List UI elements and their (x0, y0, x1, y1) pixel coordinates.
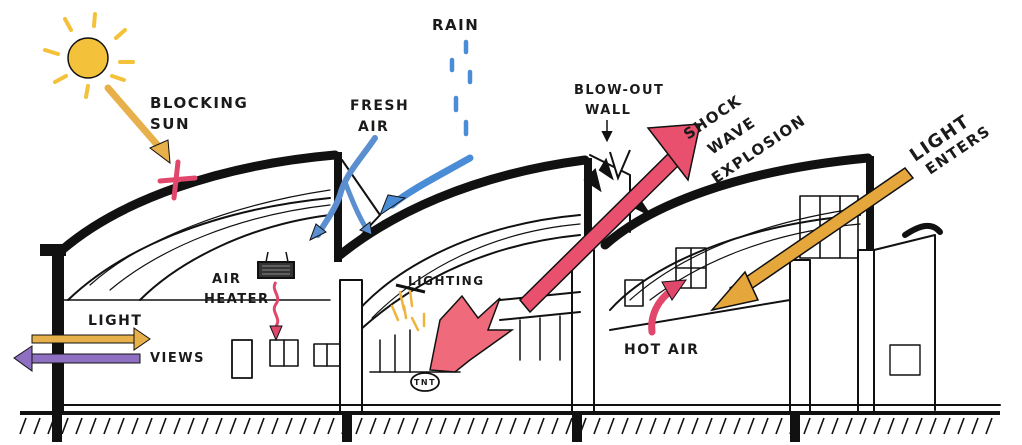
rain-label: RAIN (432, 16, 479, 34)
blow-out-label-2: WALL (585, 103, 631, 118)
column-3 (790, 260, 810, 412)
rain-drops (452, 42, 470, 134)
light-in-arrow (32, 328, 150, 350)
views-out-arrow (14, 346, 140, 371)
roof-vault-2 (340, 160, 585, 255)
column-1 (340, 280, 362, 412)
column-2 (572, 250, 594, 412)
hot-air-label: HOT AIR (624, 342, 699, 358)
column-4 (858, 250, 874, 412)
fresh-air-label-2: AIR (358, 119, 389, 135)
blow-out-label-1: BLOW-OUT (574, 83, 664, 98)
sun-icon (45, 14, 133, 97)
lighting-label: LIGHTING (408, 274, 485, 288)
fresh-air-label-1: FRESH (350, 98, 409, 114)
hot-air-arrow (652, 280, 686, 332)
explosion: TNT (411, 296, 512, 391)
air-heater-label-2: HEATER (204, 292, 270, 307)
blocking-sun-label-1: BLOCKING (150, 94, 248, 112)
light-label: LIGHT (88, 313, 142, 329)
ground (20, 412, 1000, 442)
tnt-label: TNT (414, 378, 436, 387)
blocking-sun-label-2: SUN (150, 115, 190, 133)
left-wall (52, 246, 64, 412)
light-enters-arrow (712, 168, 913, 310)
views-label: VIEWS (150, 351, 205, 366)
building-structure (40, 152, 1000, 412)
air-heater-label-1: AIR (212, 272, 241, 287)
